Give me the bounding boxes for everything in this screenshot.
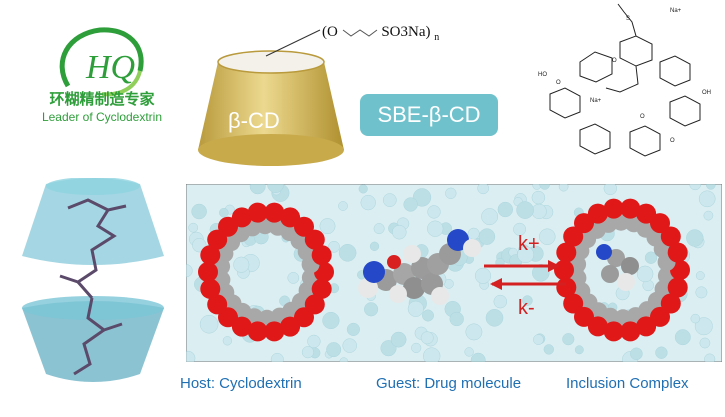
complex-guest-molecule [596, 244, 639, 291]
cone-body [198, 62, 344, 160]
structure-label: O [670, 138, 675, 144]
sbe-beta-cd-badge: SBE-β-CD [360, 94, 498, 136]
beta-cd-cone: β-CD [198, 29, 344, 166]
cone-top [217, 50, 325, 74]
forward-arrow-icon [548, 260, 560, 272]
drug-molecule-icon [59, 198, 127, 376]
reverse-arrow-icon [490, 278, 502, 290]
structure-label: HO [538, 72, 547, 78]
structure-label: S [626, 16, 630, 22]
formula-subscript: n [434, 32, 440, 43]
structure-label: Na+ [670, 8, 682, 14]
company-chinese-name: 环糊精制造专家 [49, 90, 155, 108]
reverse-rate-label: k- [518, 297, 535, 319]
complex-cyclodextrin-ring [554, 198, 690, 342]
alkyl-chain-icon [342, 28, 377, 37]
inclusion-simulation-panel: k+ k- [186, 184, 722, 362]
structure-label: O [612, 58, 617, 64]
cone-base [198, 134, 344, 166]
capsule-bottom-half [22, 301, 164, 382]
cone-label: β-CD [228, 108, 280, 133]
cd-capsule-illustration [22, 178, 164, 382]
capsule-top-half [22, 178, 164, 265]
caption-host: Host: Cyclodextrin [180, 375, 302, 392]
caption-complex: Inclusion Complex [566, 375, 689, 392]
structure-label: O [556, 80, 561, 86]
sbe-formula: (O SO3Na) n [322, 24, 439, 43]
formula-leader-line [265, 29, 321, 57]
logo-swoosh-accent-icon [101, 70, 142, 97]
host-cyclodextrin-ring [198, 202, 334, 342]
formula-open: (O [322, 24, 338, 40]
formula-group: SO3Na [381, 24, 426, 40]
structure-label: O [640, 114, 645, 120]
logo-letters: HQ [85, 49, 135, 86]
formula-close: ) [425, 24, 431, 40]
guest-drug-molecule [358, 229, 481, 305]
sbe-structure-diagram: Na+ Na+ HO OH O S O O O [538, 3, 711, 157]
hq-logo: HQ [59, 27, 144, 97]
logo-swoosh-icon [59, 27, 144, 88]
structure-label: Na+ [590, 98, 602, 104]
structure-label: OH [702, 90, 711, 96]
equilibrium-arrows: k+ k- [484, 233, 566, 319]
caption-guest: Guest: Drug molecule [376, 375, 522, 392]
forward-rate-label: k+ [518, 233, 540, 255]
company-tagline: Leader of Cyclodextrin [41, 110, 163, 124]
